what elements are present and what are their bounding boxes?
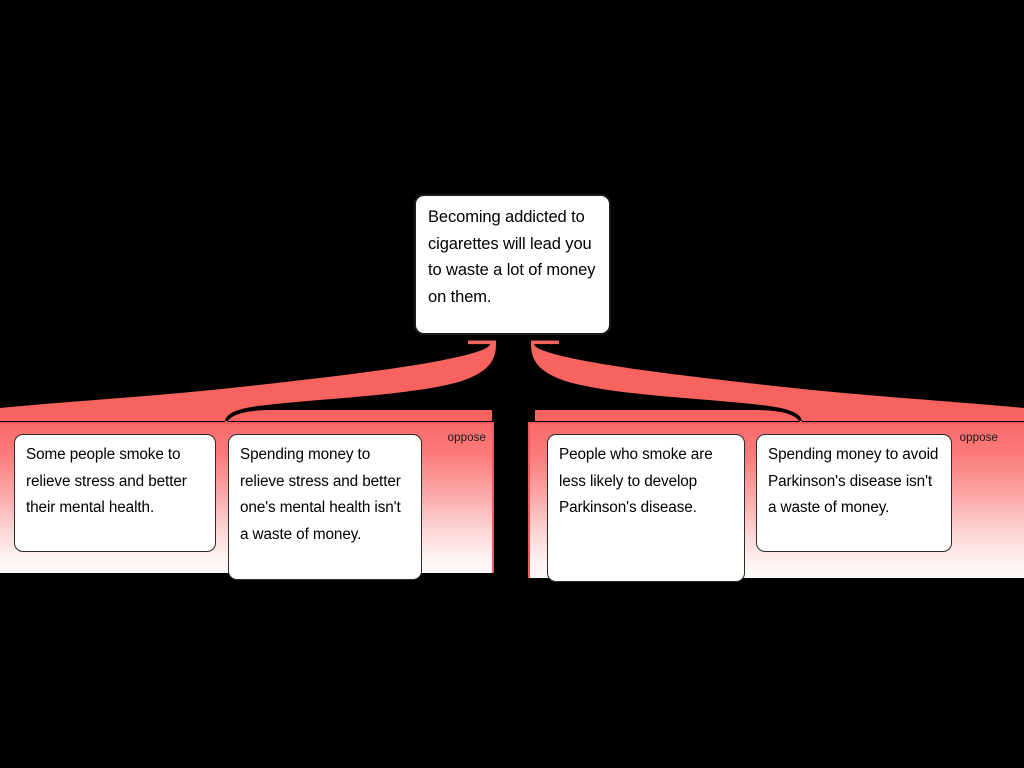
relation-label-oppose-left: oppose <box>447 432 486 444</box>
relation-label-oppose-right: oppose <box>959 432 998 444</box>
reason-box-right-1[interactable]: People who smoke are less likely to deve… <box>547 434 745 582</box>
reason-box-right-2[interactable]: Spending money to avoid Parkinson's dise… <box>756 434 952 552</box>
connector-left <box>0 340 496 427</box>
reason-text-right-1: People who smoke are less likely to deve… <box>559 446 713 517</box>
reason-box-left-1[interactable]: Some people smoke to relieve stress and … <box>14 434 216 552</box>
root-claim-text: Becoming addicted to cigarettes will lea… <box>428 208 596 307</box>
argument-group-left[interactable]: oppose Some people smoke to relieve stre… <box>0 422 494 580</box>
argument-group-right[interactable]: oppose People who smoke are less likely … <box>528 422 1024 582</box>
reason-text-left-1: Some people smoke to relieve stress and … <box>26 446 187 517</box>
reason-text-right-2: Spending money to avoid Parkinson's dise… <box>768 446 939 517</box>
reason-text-left-2: Spending money to relieve stress and bet… <box>240 446 401 543</box>
connector-right <box>531 340 1024 427</box>
root-claim-box[interactable]: Becoming addicted to cigarettes will lea… <box>414 194 611 335</box>
reason-box-left-2[interactable]: Spending money to relieve stress and bet… <box>228 434 422 580</box>
